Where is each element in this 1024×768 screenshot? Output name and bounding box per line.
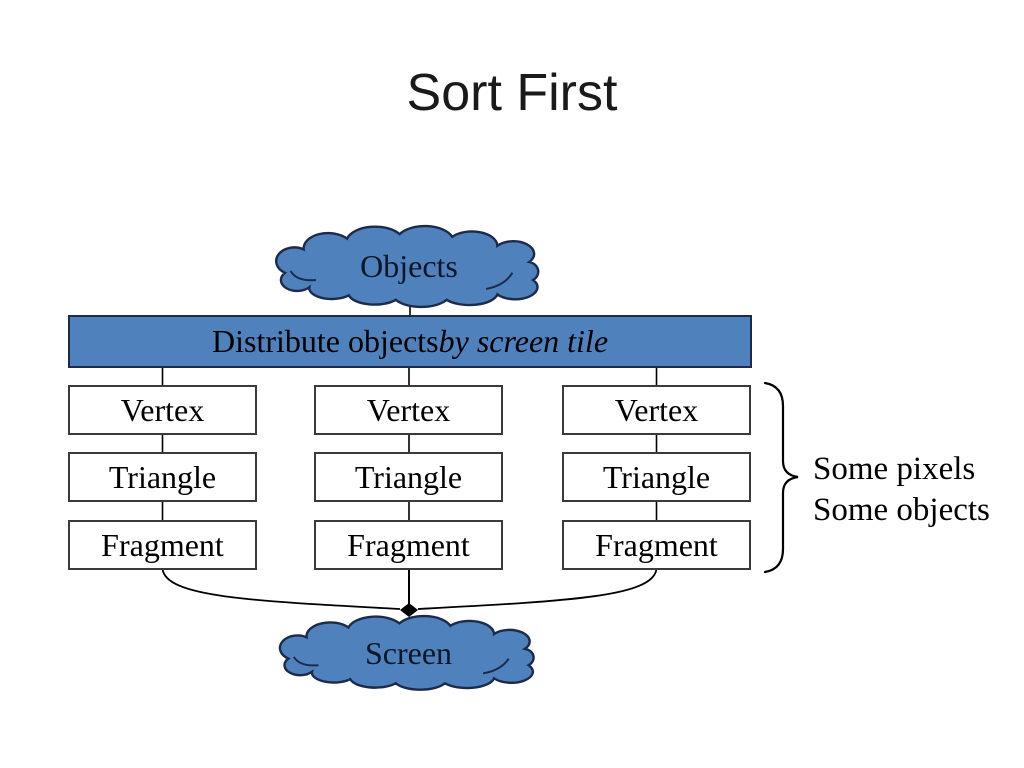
connector-fragment3-to-junction bbox=[417, 568, 658, 610]
connector-fragment1-to-junction bbox=[161, 568, 401, 610]
stage-box-fragment-1: Fragment bbox=[68, 520, 257, 570]
stage-box-vertex-3: Vertex bbox=[562, 385, 751, 435]
objects-cloud-shape bbox=[276, 226, 538, 307]
brace-annotation-line1: Some pixels bbox=[813, 451, 976, 487]
brace-annotation-line2: Some objects bbox=[813, 492, 990, 528]
junction-diamond-arrowhead bbox=[400, 603, 418, 617]
stage-box-fragment-3: Fragment bbox=[562, 520, 751, 570]
stage-box-fragment-2: Fragment bbox=[314, 520, 503, 570]
stage-box-triangle-2: Triangle bbox=[314, 452, 503, 502]
stage-box-triangle-1: Triangle bbox=[68, 452, 257, 502]
screen-cloud-label: Screen bbox=[364, 634, 453, 671]
stage-box-triangle-3: Triangle bbox=[562, 452, 751, 502]
brace-annotation: Some pixels Some objects bbox=[813, 449, 1023, 531]
slide-title: Sort First bbox=[406, 64, 618, 122]
stage-box-vertex-1: Vertex bbox=[68, 385, 257, 435]
distribute-bar-text-italic: by screen tile bbox=[438, 323, 609, 359]
grouping-brace bbox=[763, 381, 799, 574]
distribute-bar-text: Distribute objects bbox=[211, 323, 439, 359]
stage-box-vertex-2: Vertex bbox=[314, 385, 503, 435]
distribute-bar: Distribute objects by screen tile bbox=[68, 315, 752, 368]
objects-cloud-label: Objects bbox=[360, 248, 458, 284]
screen-cloud-shape bbox=[280, 616, 534, 690]
